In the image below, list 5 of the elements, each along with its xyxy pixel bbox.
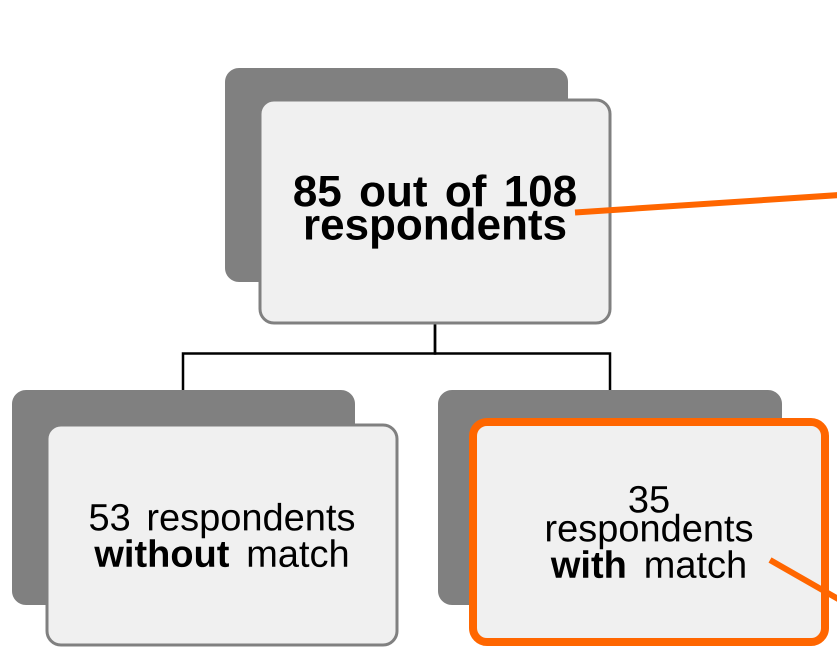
text-box: 35 respondents with match (469, 418, 830, 646)
connector-line (434, 324, 612, 390)
highlight-line (574, 192, 837, 216)
text-box: 85 out of 108 respondents (258, 98, 612, 324)
text-box: 53 respondents without match (46, 424, 398, 646)
